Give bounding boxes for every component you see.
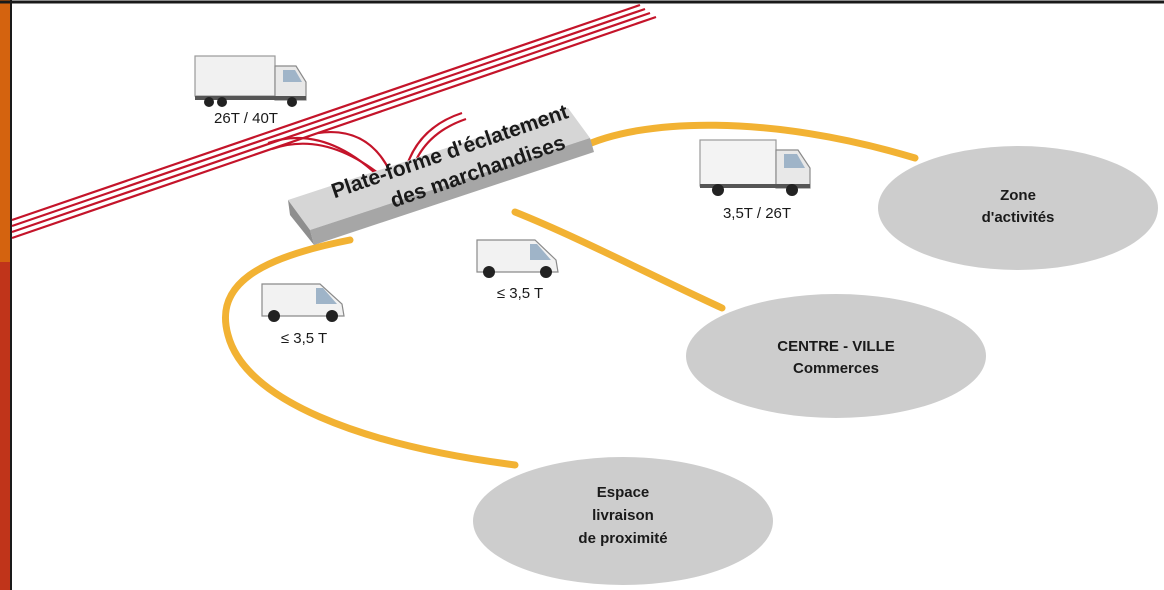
- zone-espace-label-line2: livraison: [592, 507, 654, 524]
- zone-centre-ville-label-line2: Commerces: [793, 360, 879, 377]
- zone-espace-label-line1: Espace: [597, 484, 650, 501]
- zone-centre-ville-label-line1: CENTRE - VILLE: [777, 338, 895, 355]
- box-truck-label: 3,5T / 26T: [723, 205, 791, 222]
- zone-activites-label-line1: Zone: [1000, 187, 1036, 204]
- van-left-label: ≤ 3,5 T: [281, 330, 327, 347]
- semi-truck-label: 26T / 40T: [214, 110, 278, 127]
- semi-truck-icon: [194, 55, 307, 107]
- box-truck-icon: [699, 139, 811, 196]
- van-icon-center: [476, 239, 559, 278]
- route-to-espace: [221, 236, 519, 469]
- route-to-zone-activites: [576, 121, 919, 162]
- zone-espace-livraison: [473, 457, 773, 585]
- zone-centre-ville: [686, 294, 986, 418]
- van-center-label: ≤ 3,5 T: [497, 285, 543, 302]
- zone-espace-label-line3: de proximité: [578, 530, 667, 547]
- routes: [221, 121, 919, 469]
- zone-activites: [878, 146, 1158, 270]
- frame-bar-top: [0, 0, 10, 262]
- van-icon-left: [261, 283, 345, 322]
- zone-activites-label-line2: d'activités: [982, 209, 1055, 226]
- frame-bar-bottom: [0, 262, 10, 590]
- route-to-centre-ville: [511, 208, 726, 312]
